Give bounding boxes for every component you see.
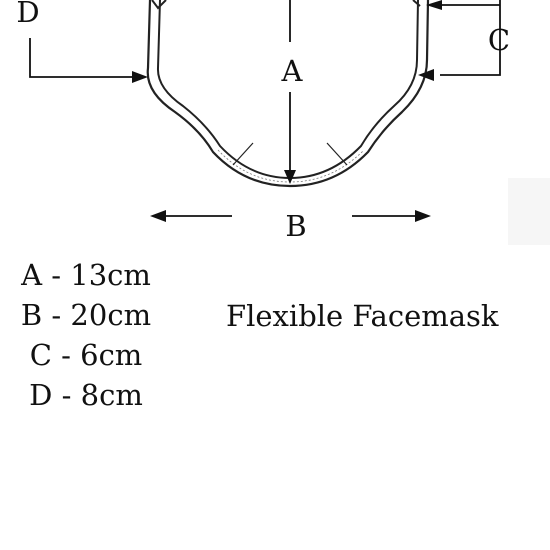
pleat-tick-left (232, 142, 254, 166)
dimension-c-top-arrowhead (426, 0, 442, 10)
dimension-c-bracket (440, 0, 501, 76)
label-c: C (488, 23, 510, 57)
mask-tab-left (151, 0, 167, 10)
pleat-tick-right (326, 142, 348, 166)
label-d: D (16, 0, 39, 29)
facemask-diagram: A B C D (0, 0, 550, 245)
legend-item-a: A - 13cm (21, 258, 151, 292)
legend-item-d: D - 8cm (29, 378, 143, 412)
mask-tab-right (412, 0, 421, 7)
measurement-legend: A - 13cm B - 20cm C - 6cm D - 8cm (0, 255, 172, 415)
dimension-d-bracket (29, 38, 132, 78)
product-title: Flexible Facemask (226, 299, 499, 333)
dimension-a-arrowhead (284, 170, 296, 184)
dimension-b-arrowhead-right (415, 210, 431, 222)
label-a: A (281, 54, 304, 88)
diagram-background (0, 0, 550, 245)
mask-outline-outer (146, 0, 430, 188)
label-b: B (285, 209, 306, 243)
legend-item-b: B - 20cm (20, 298, 152, 332)
dimension-c-arrowhead (418, 69, 434, 81)
dimension-d-arrowhead (132, 71, 148, 83)
corner-shade (508, 178, 550, 245)
legend-item-c: C - 6cm (29, 338, 143, 372)
dimension-b-arrowhead-left (150, 210, 166, 222)
